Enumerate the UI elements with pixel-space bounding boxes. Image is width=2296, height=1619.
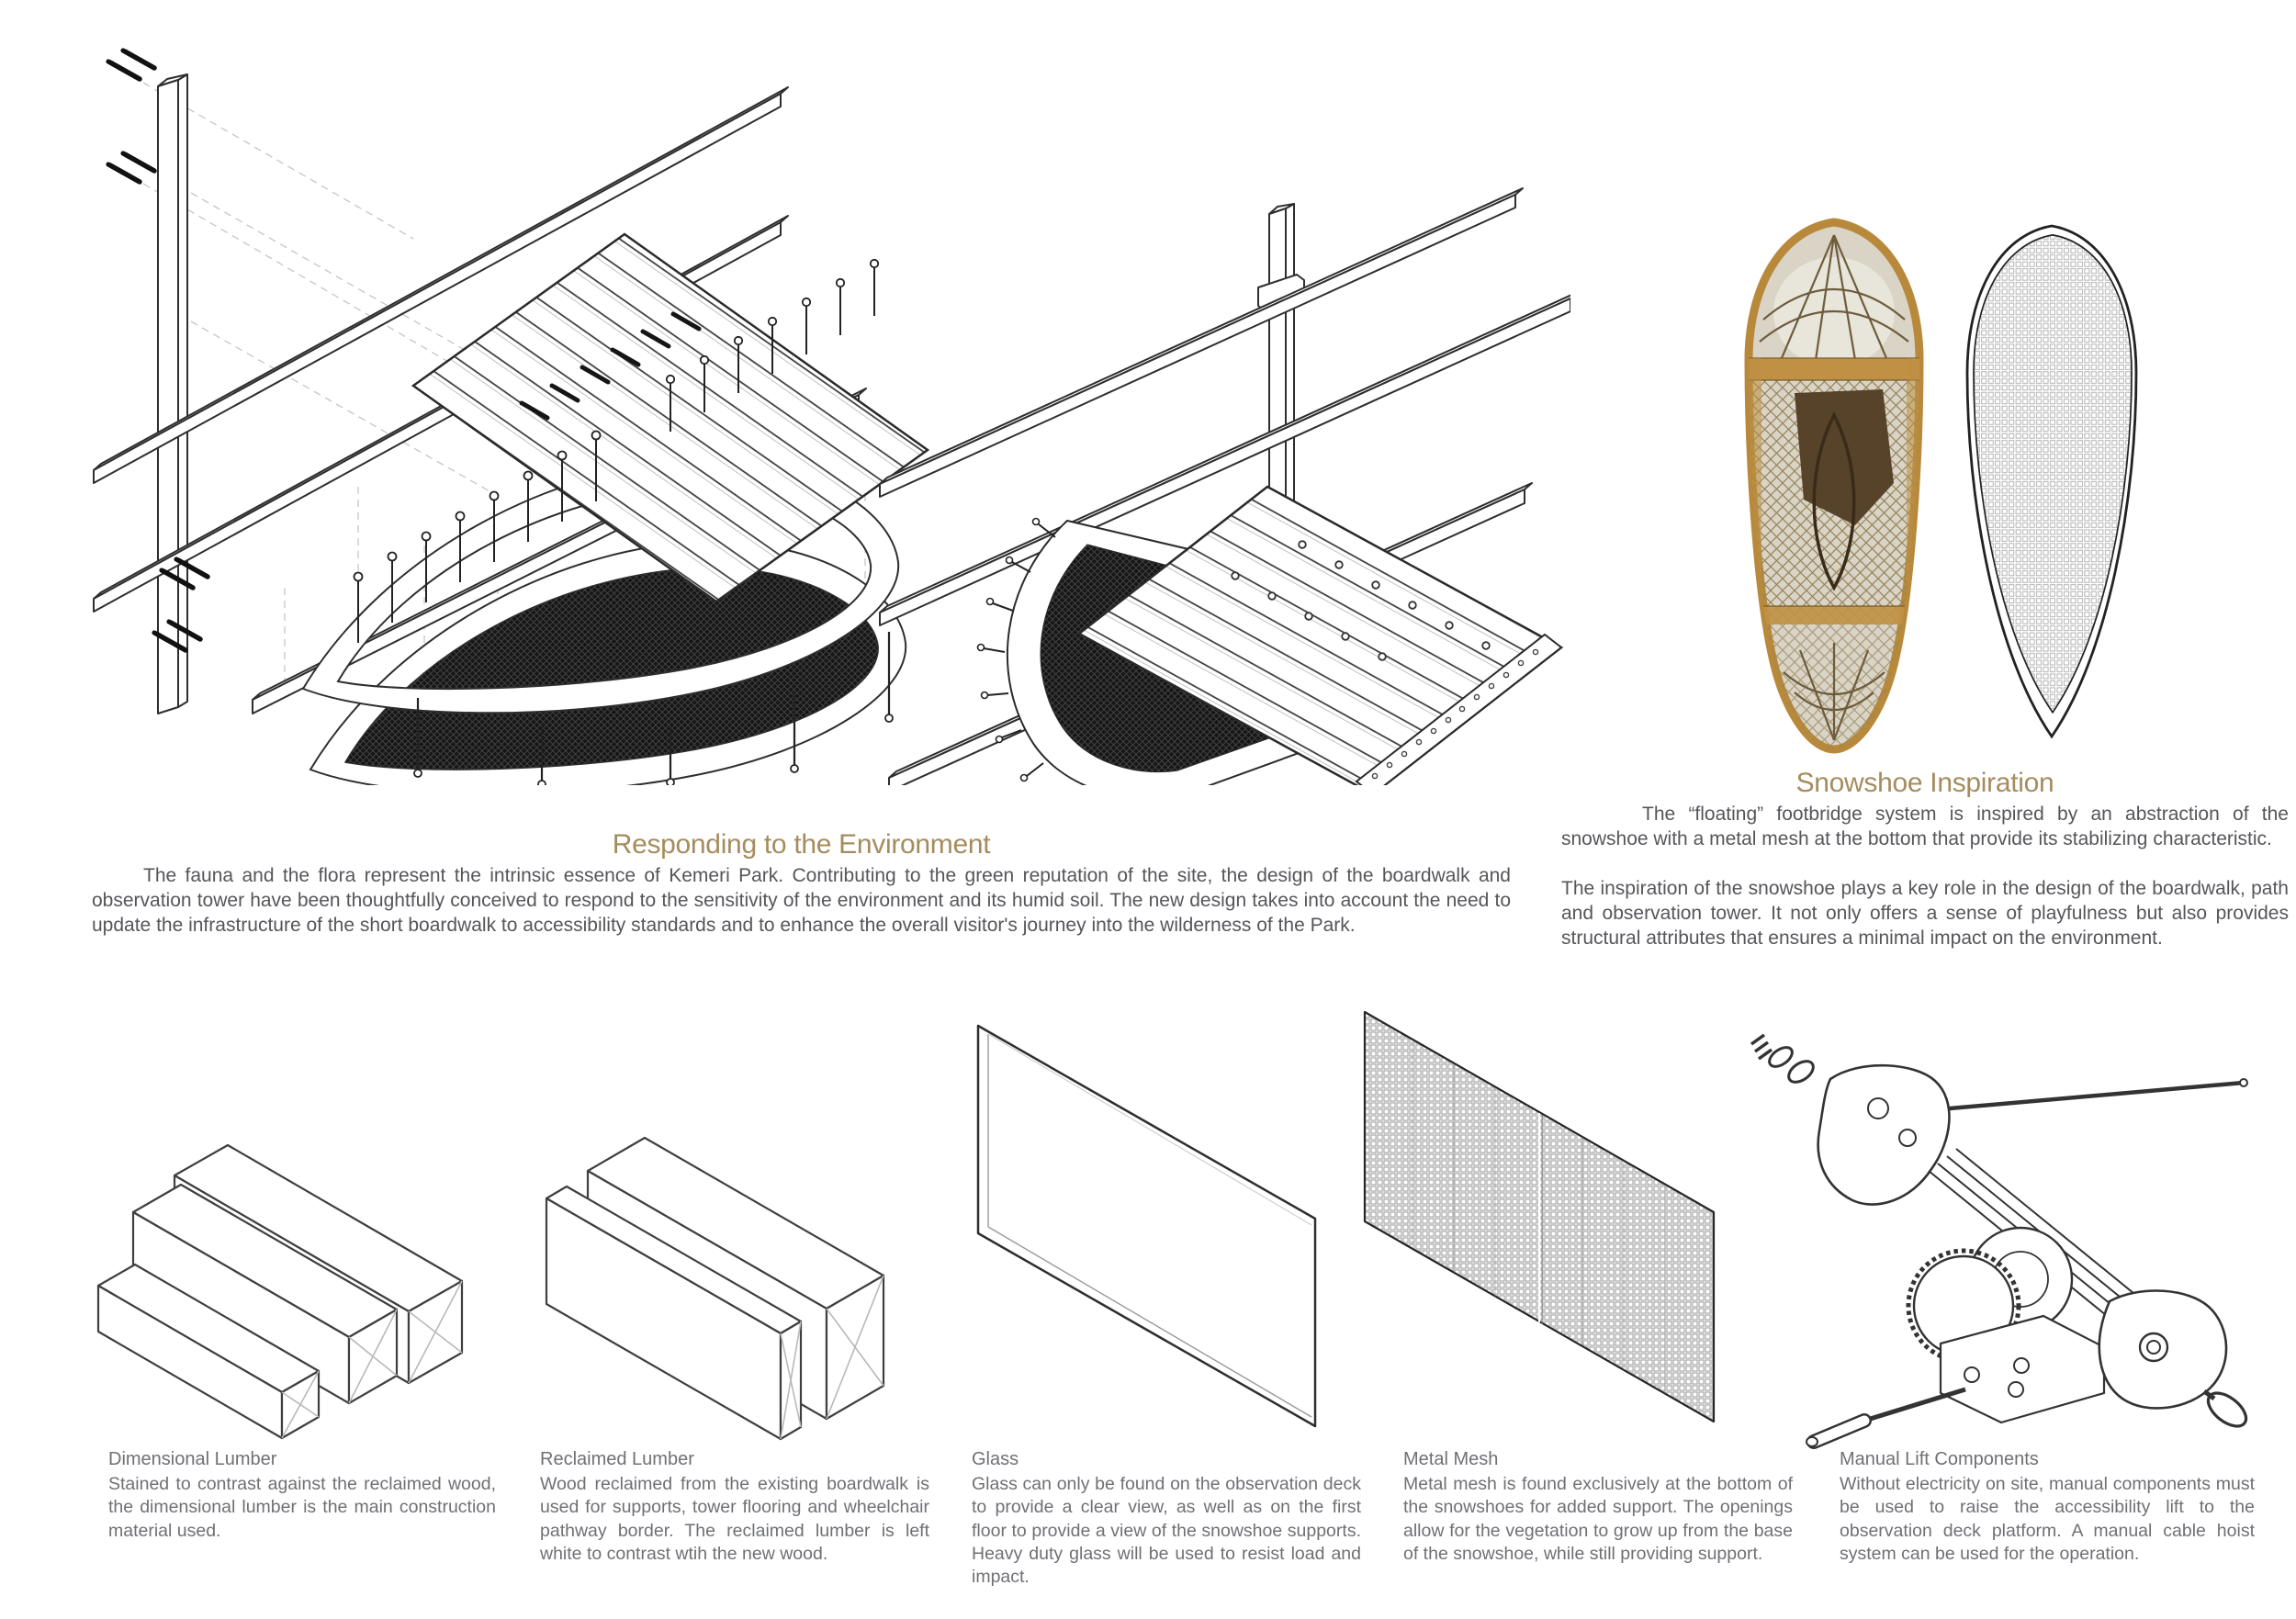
snowshoe-line-drawing [1965,224,2138,739]
intro-heading: Responding to the Environment [612,829,991,860]
deck-screws [1231,540,1491,661]
intro-body: The fauna and the flora represent the in… [92,865,1511,936]
screw-head-dots [106,48,179,635]
material-description: Without electricity on site, manual comp… [1840,1474,2255,1565]
caption-dimensional-lumber: Dimensional Lumber Stained to contrast a… [108,1449,496,1543]
material-description: Stained to contrast against the reclaime… [108,1474,496,1541]
material-title: Manual Lift Components [1840,1449,2039,1469]
snowshoe-platform-rim-drawing [301,459,900,714]
material-description: Metal mesh is found exclusively at the b… [1403,1474,1793,1565]
anchor-nails [416,632,891,782]
caption-manual-lift: Manual Lift Components Without electrici… [1840,1449,2255,1566]
material-description: Wood reclaimed from the existing boardwa… [540,1474,929,1565]
dimensional-lumber-drawing [96,1143,464,1440]
material-description: Glass can only be found on the observati… [972,1474,1361,1588]
manual-lift-drawing [1750,1033,2248,1449]
inspiration-para1: The “floating” footbridge system is insp… [1561,804,2289,849]
inspiration-heading: Snowshoe Inspiration [1795,768,2054,798]
metal-mesh-drawing [1363,1010,1716,1423]
deck-screws [519,311,702,421]
inspiration-para2: The inspiration of the snowshoe plays a … [1561,878,2289,949]
material-title: Metal Mesh [1403,1449,1499,1469]
reclaimed-lumber-drawing [545,1136,885,1441]
screw-icon [107,49,210,653]
caption-metal-mesh: Metal Mesh Metal mesh is found exclusive… [1403,1449,1793,1566]
post-drawing [157,73,188,714]
caption-glass: Glass Glass can only be found on the obs… [972,1449,1361,1590]
boardwalk-corner-drawing [879,187,1570,785]
anchor-nail-heads [413,714,894,785]
snowshoe-platform-mesh-drawing [309,540,907,785]
caption-reclaimed-lumber: Reclaimed Lumber Wood reclaimed from the… [540,1449,929,1566]
deck-nails [353,258,880,643]
end-beam-holes [1371,648,1539,780]
snowshoe-figures [1744,218,2138,754]
snowshoe-photo [1744,218,1924,754]
end-beam-drawing [1355,633,1563,785]
exploded-boardwalk-drawing [93,48,930,785]
material-title: Reclaimed Lumber [540,1449,694,1469]
material-title: Dimensional Lumber [108,1449,277,1469]
material-title: Glass [972,1449,1019,1469]
glass-drawing [976,1024,1317,1428]
